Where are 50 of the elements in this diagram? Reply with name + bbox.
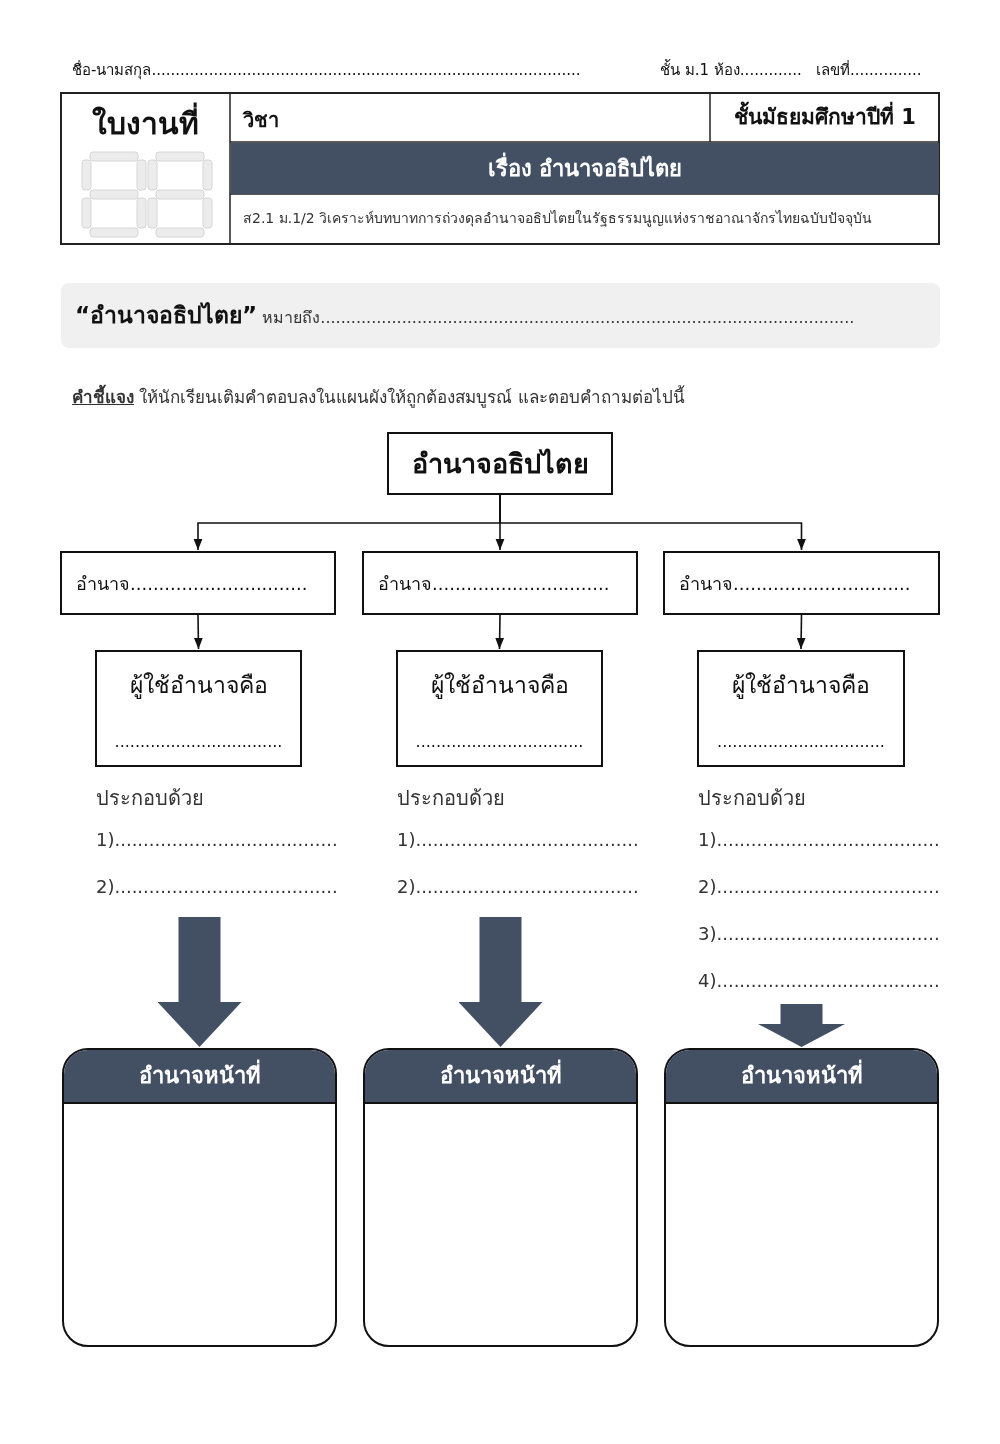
fill-in-text: อำนาจ............................... <box>378 571 610 596</box>
answer-box <box>396 650 603 767</box>
block-arrow <box>458 917 543 1047</box>
block-arrow <box>758 1004 845 1047</box>
name-line: ชื่อ-นามสกุล.......................................................................................... <box>72 59 581 82</box>
fill-in-line: 3)....................................... <box>698 923 940 944</box>
fill-in-line: 1)....................................... <box>96 829 338 850</box>
block-arrow <box>157 917 242 1047</box>
fill-in-line: ................................. <box>114 731 283 751</box>
fill-in-text: อำนาจ............................... <box>76 571 308 596</box>
prompt-text: ผู้ใช้อำนาจคือ <box>430 670 569 701</box>
fill-in-box <box>60 551 336 615</box>
card-heading: อำนาจหน้าที่ <box>666 1050 937 1104</box>
arrow <box>499 494 806 551</box>
answer-card <box>664 1048 939 1347</box>
answer-box <box>697 650 905 767</box>
fill-in-line: ................................. <box>415 731 584 751</box>
list-heading: ประกอบด้วย <box>96 785 204 812</box>
list-heading: ประกอบด้วย <box>397 785 505 812</box>
arrow <box>796 614 806 650</box>
grade-label: ชั้นมัธยมศึกษาปีที่ 1 <box>712 100 938 133</box>
fill-in-line: 1)....................................... <box>397 829 639 850</box>
number-line: เลขที่............... <box>816 59 922 81</box>
title-box <box>387 432 613 495</box>
card-heading: อำนาจหน้าที่ <box>365 1050 636 1104</box>
list-heading: ประกอบด้วย <box>698 785 806 812</box>
fill-in-text: อำนาจ............................... <box>679 571 911 596</box>
answer-card <box>62 1048 337 1347</box>
fill-in-box <box>362 551 638 615</box>
arrow <box>495 614 505 650</box>
topic-heading: เรื่อง อำนาจอธิปไตย <box>231 143 939 194</box>
fill-in-line: 2)....................................... <box>698 876 940 897</box>
instruction-text: คำชี้แจง ให้นักเรียนเติมคำตอบลงในแผนผังให้ถูกต้องสมบูรณ์ และตอบคำถามต่อไปนี้ <box>72 383 685 410</box>
arrow <box>193 614 203 650</box>
fill-in-box <box>663 551 940 615</box>
fill-in-line: 2)....................................... <box>96 876 338 897</box>
fill-in-line: 1)....................................... <box>698 829 940 850</box>
fill-in-line: ................................. <box>717 731 885 751</box>
answer-card <box>363 1048 638 1347</box>
worksheet-title: ใบงานที่ <box>62 100 228 147</box>
prompt-text: ผู้ใช้อำนาจคือ <box>129 670 268 701</box>
box-title: อำนาจอธิปไตย <box>411 447 589 481</box>
prompt-text: ผู้ใช้อำนาจคือ <box>732 670 870 701</box>
standard-text: ส2.1 ม.1/2 วิเคราะห์บทบาทการถ่วงดุลอำนาจอธิปไตยในรัฐธรรมนูญแห่งราชอาณาจักรไทยฉบับปัจจุบัน <box>243 209 873 229</box>
fill-in-line: 2)....................................... <box>397 876 639 897</box>
card-heading: อำนาจหน้าที่ <box>64 1050 335 1104</box>
subject-label: วิชา <box>243 107 279 134</box>
class-line: ชั้น ม.1 ห้อง............. <box>660 58 802 81</box>
answer-box <box>95 650 302 767</box>
fill-in-line: 4)....................................... <box>698 970 940 991</box>
